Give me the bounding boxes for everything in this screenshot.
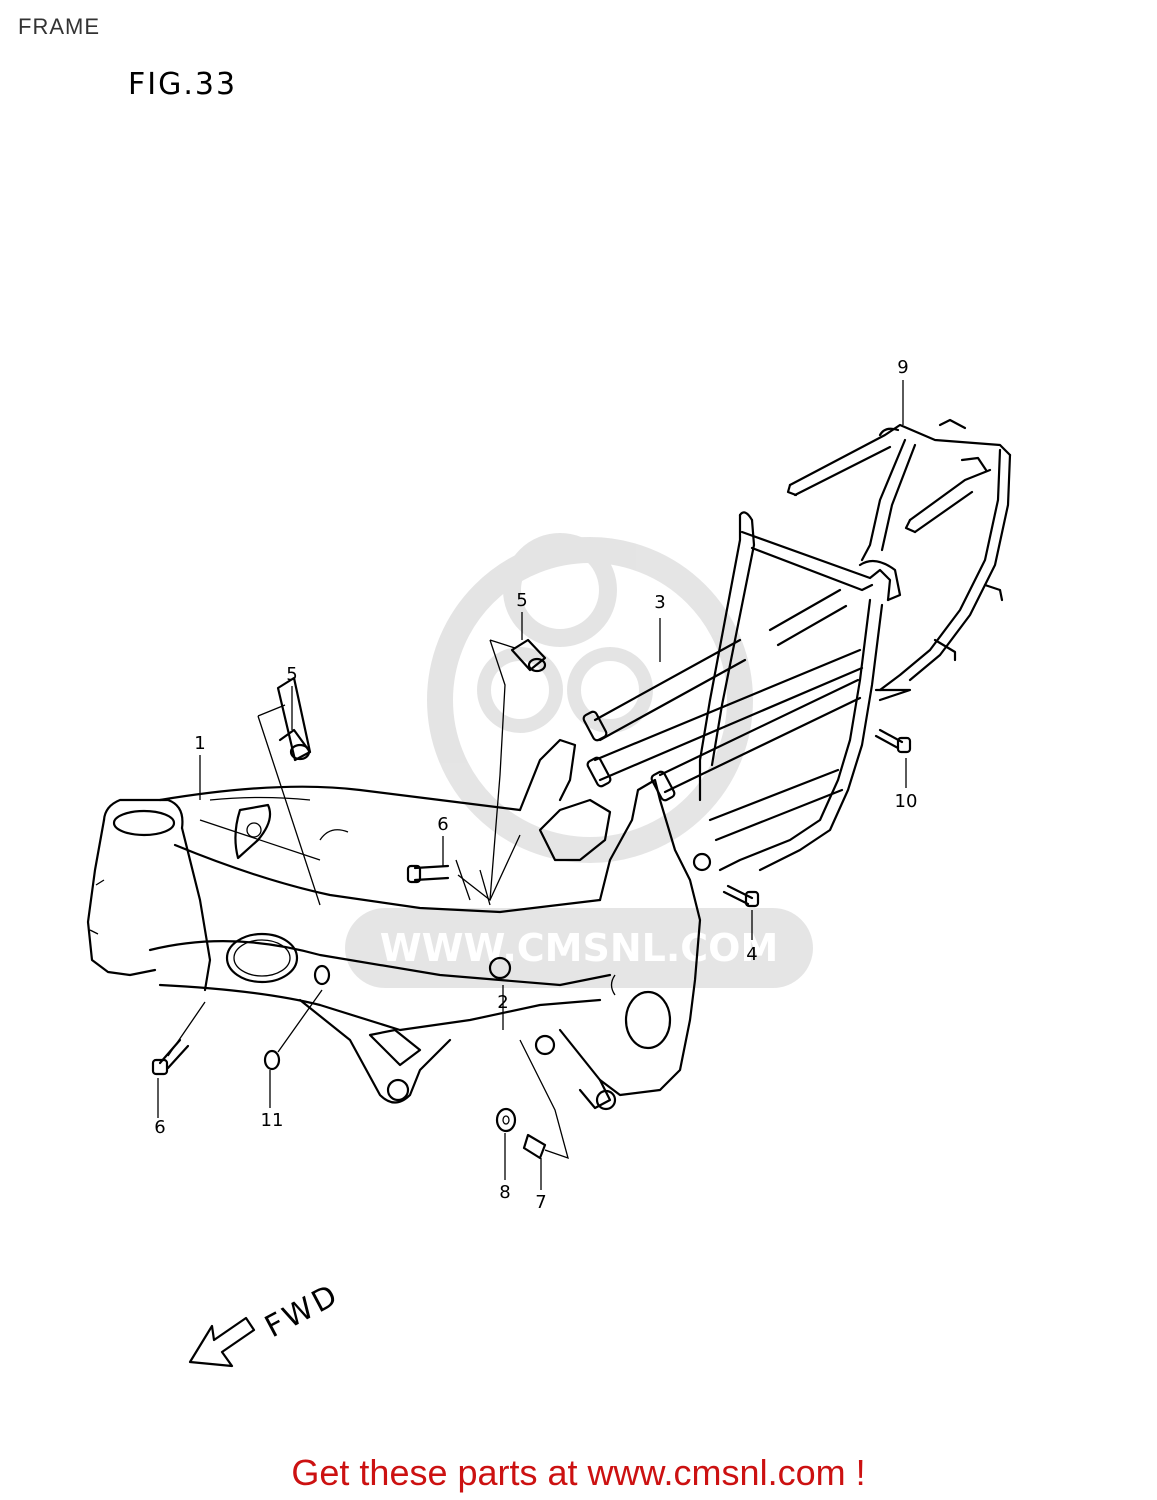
watermark-text: WWW.CMSNL.COM [380,926,779,970]
callout-3: 3 [654,592,665,613]
figure-label: FIG.33 [128,67,237,102]
callout-1: 1 [194,733,205,754]
leader-lines [157,380,907,1190]
callout-11: 11 [261,1110,284,1131]
fwd-label: FWD [259,1277,345,1345]
callout-4: 4 [746,944,757,965]
callouts: 9 3 5 5 1 6 10 4 2 6 11 8 7 [154,357,917,1213]
forward-arrow-icon [188,1316,256,1368]
callout-6-upper: 6 [437,814,448,835]
main-frame [86,738,702,1111]
sub-frame [582,511,902,872]
forward-direction-indicator: FWD [188,1277,346,1368]
callout-10: 10 [895,791,918,812]
seat-rail [786,418,1012,702]
callout-8: 8 [499,1182,510,1203]
watermark: WWW.CMSNL.COM [345,533,813,988]
callout-7: 7 [535,1192,546,1213]
callout-9: 9 [897,357,908,378]
callout-6-lower: 6 [154,1117,165,1138]
callout-5-upper: 5 [516,590,527,611]
page-title: FRAME [18,14,100,39]
promo-footer-text[interactable]: Get these parts at www.cmsnl.com ! [291,1452,866,1493]
callout-2: 2 [497,992,508,1013]
callout-5-left: 5 [286,664,297,685]
fasteners [151,638,912,1160]
